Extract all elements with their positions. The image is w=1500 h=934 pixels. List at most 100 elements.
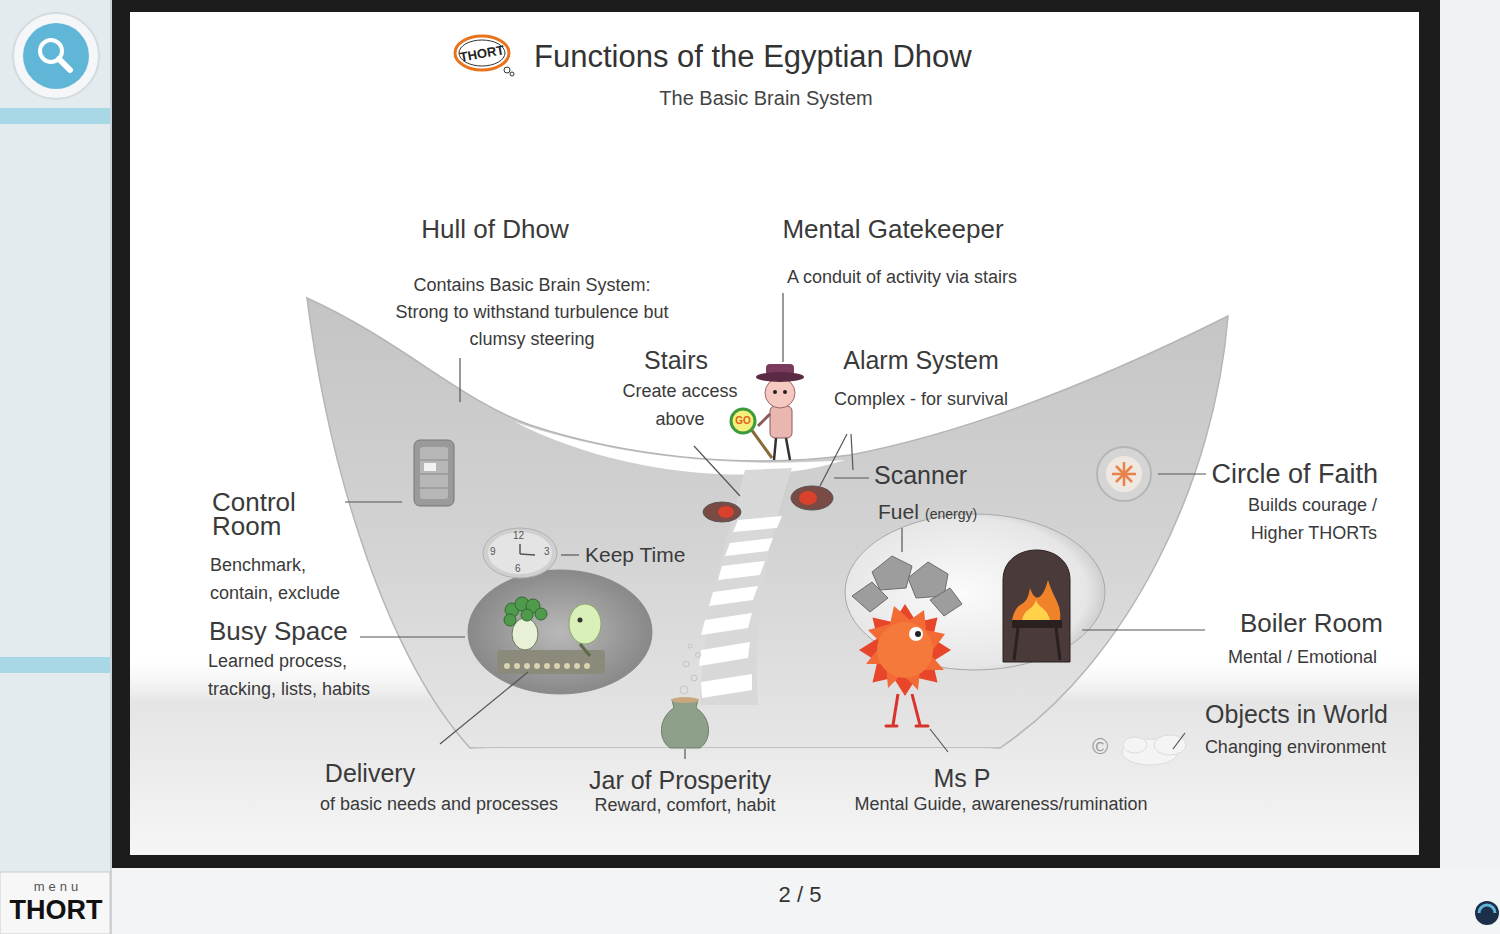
gatekeeper-hat-brim: [756, 372, 804, 382]
part-heading: Scanner: [874, 460, 967, 490]
leader-lines: [694, 446, 740, 496]
logo-bubble-dot: [504, 67, 510, 73]
window-line: [420, 460, 448, 461]
go-sign: [731, 409, 755, 433]
clock-number: 3: [544, 546, 550, 558]
worker-curls: [504, 614, 516, 626]
worker-curls: [521, 609, 533, 621]
circle-of-faith: [1097, 447, 1151, 501]
deck-swoosh: [515, 422, 845, 475]
leader-lines: [851, 434, 853, 470]
ms-p-body: [877, 622, 933, 678]
leader-lines: [345, 293, 1206, 759]
slide-frame: [112, 0, 1440, 868]
magnifier-handle: [59, 59, 70, 70]
search-button: [13, 13, 99, 99]
worker-eye: [578, 618, 583, 623]
part-description: Learned process, tracking, lists, habits: [208, 647, 408, 703]
desk-keys: [544, 663, 550, 669]
desk-keys: [524, 663, 530, 669]
copyright-mark: ©: [1092, 734, 1108, 760]
desk-keys: [584, 663, 590, 669]
part-heading: Keep Time: [585, 542, 685, 567]
desk-keys: [574, 663, 580, 669]
jar-bubbles: [688, 644, 692, 648]
pager-bar: [112, 868, 1500, 934]
gatekeeper-face: [765, 378, 795, 408]
circle-of-faith-face: [1106, 456, 1142, 492]
part-description: Changing environment: [1205, 736, 1386, 758]
furnace-leg: [1014, 628, 1018, 660]
part-note: (energy): [925, 506, 977, 523]
brand-name: THORT: [10, 894, 103, 926]
clock-number: 9: [490, 546, 496, 558]
desk-keys: [504, 663, 510, 669]
ms-p-leg: [912, 694, 920, 725]
jar-bubbles: [696, 653, 701, 658]
clock-hand: [520, 554, 535, 555]
ms-p-spikes-inner: [866, 606, 945, 690]
alarm-pupil: [799, 491, 817, 505]
stair-step: [701, 674, 752, 698]
fuel-rocks: [872, 556, 912, 590]
leader-lines: [459, 358, 460, 402]
part-heading: Mental Gatekeeper: [782, 214, 1003, 245]
desk-keys: [534, 663, 540, 669]
leader-lines: [360, 636, 465, 637]
part-heading: Delivery: [325, 758, 415, 788]
control-window: [414, 440, 454, 506]
part-heading: Control Room: [212, 490, 332, 538]
part-heading: Jar of Prosperity: [589, 765, 771, 795]
part-heading: Hull of Dhow: [421, 214, 568, 245]
corner-icon: [1475, 901, 1499, 925]
leader-lines: [930, 729, 948, 752]
part-description: Mental Guide, awareness/rumination: [854, 793, 1147, 815]
jar-bubbles: [683, 661, 689, 667]
jar-of-prosperity: [661, 700, 708, 748]
part-heading: Busy Space: [209, 616, 348, 647]
furnace-grate: [1012, 620, 1062, 628]
alarm-pupil: [718, 506, 734, 518]
part-heading: Circle of Faith: [1211, 458, 1378, 490]
window-line: [420, 488, 448, 489]
window-light: [424, 463, 436, 471]
menu-box: [0, 872, 110, 934]
worker-curls: [504, 597, 547, 626]
sidebar-edge: [110, 0, 112, 934]
jar-bubbles: [680, 686, 688, 694]
jar-bubbles: [691, 675, 697, 681]
worker-two-face: [569, 604, 601, 644]
part-description: Reward, comfort, habit: [594, 794, 775, 816]
sign-text: GO: [735, 415, 751, 427]
part-description: Contains Basic Brain System: Strong to w…: [390, 272, 675, 353]
furnace-flames-core: [1022, 600, 1050, 620]
ms-p-leg: [893, 694, 898, 725]
faith-spokes: [1112, 462, 1136, 486]
ms-p-pupil: [915, 631, 921, 637]
leader-lines: [901, 528, 902, 552]
part-heading: Objects in World: [1205, 699, 1388, 729]
page-counter: 2 / 5: [779, 882, 822, 908]
furnace-flames: [1012, 580, 1060, 620]
window-line: [420, 474, 448, 475]
ms-p-foot: [916, 725, 928, 728]
leader-lines: [440, 672, 528, 744]
stair-step: [733, 516, 782, 532]
stair-step: [725, 538, 773, 556]
subtitle: The Basic Brain System: [659, 86, 872, 110]
part-heading: Boiler Room: [1240, 608, 1383, 639]
control-window-pane: [420, 447, 448, 499]
part-description: A conduit of activity via stairs: [787, 266, 1017, 288]
furnace: [1003, 550, 1070, 662]
clock-hand: [519, 544, 521, 554]
clock-face: 12936: [482, 527, 558, 579]
busy-space-room: [468, 570, 652, 694]
leader-lines: [782, 293, 783, 362]
leader-lines: [561, 554, 579, 555]
desk-keys: [554, 663, 560, 669]
clock-rim: [483, 528, 557, 578]
stair-step: [709, 586, 758, 606]
furnace-leg: [1056, 628, 1060, 660]
stair-step: [701, 613, 752, 635]
part-heading: Stairs: [644, 345, 708, 375]
